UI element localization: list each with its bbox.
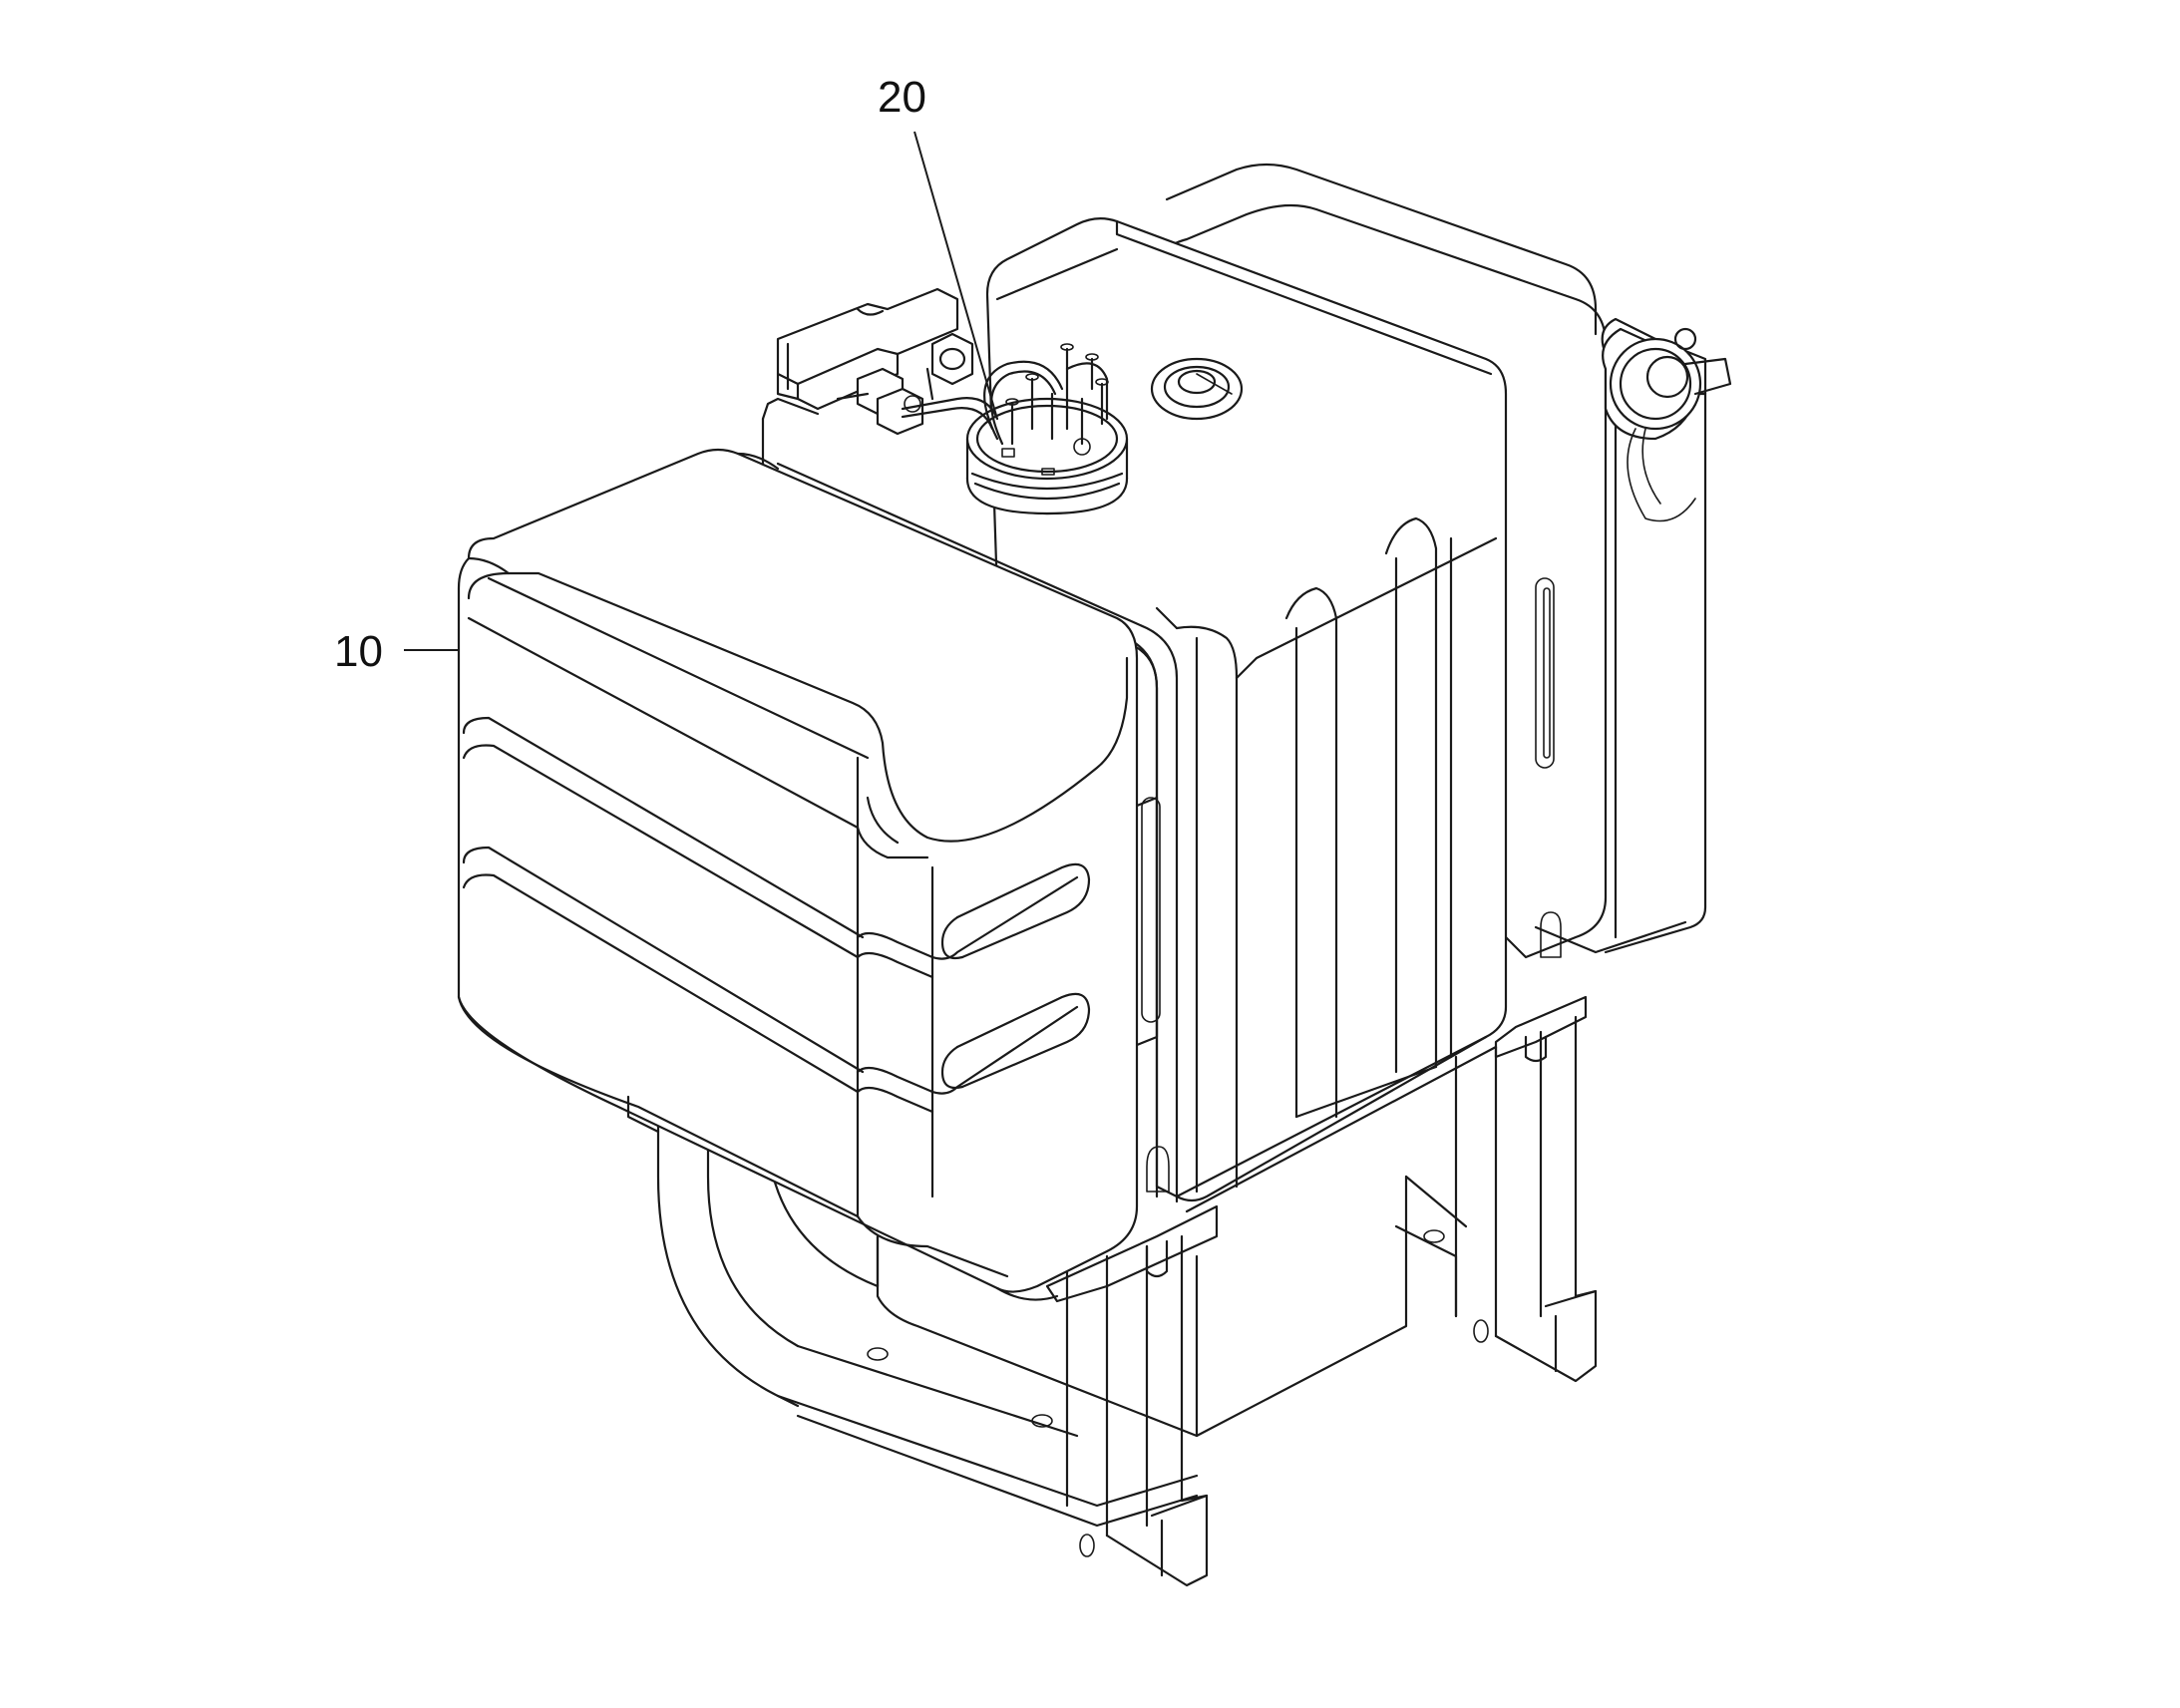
- wiring-harness: [761, 287, 999, 471]
- filler-cap: [1601, 317, 1732, 522]
- tank-body: [457, 448, 1139, 1301]
- mounting-leg-rear: [1394, 1015, 1598, 1383]
- callout-label-10: 10: [334, 627, 383, 676]
- leader-line-20: [913, 131, 998, 420]
- callout-10: 10: [334, 627, 459, 676]
- mounting-leg-front: [1065, 1234, 1209, 1587]
- callout-20: 20: [878, 73, 998, 420]
- sender-unit: [965, 343, 1129, 515]
- callout-label-20: 20: [878, 73, 926, 122]
- tank-lower-body: [876, 1175, 1408, 1438]
